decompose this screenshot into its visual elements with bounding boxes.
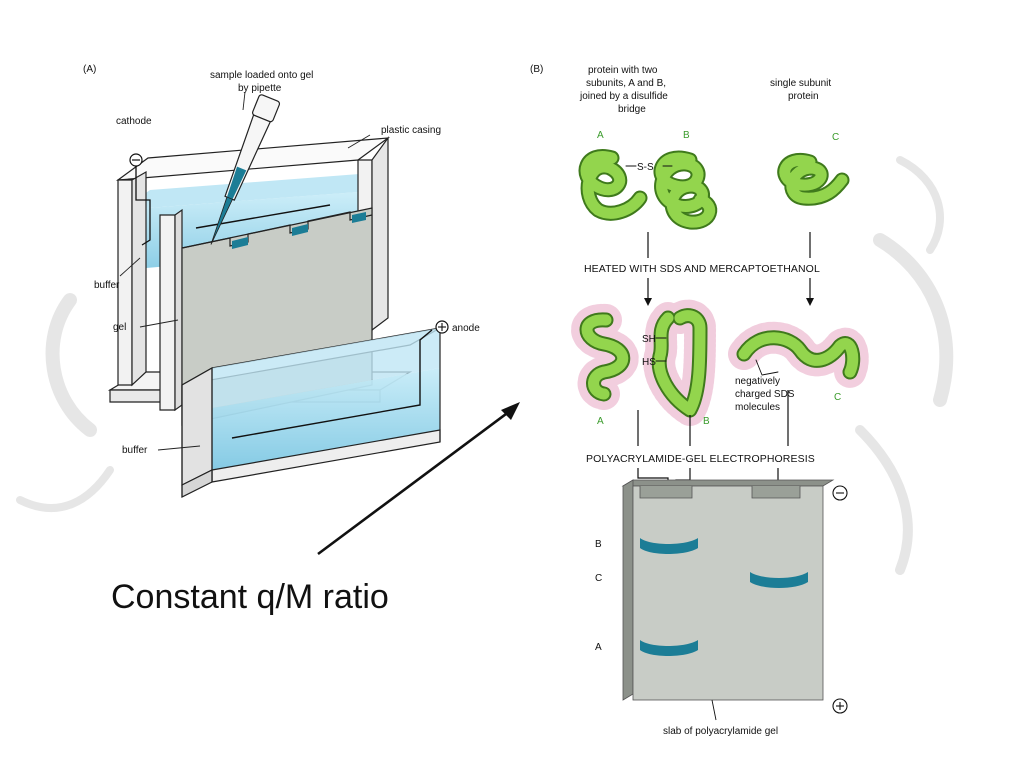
single-subunit-line1: single subunit (770, 78, 831, 89)
subunit-b-letter: B (683, 130, 690, 141)
callout-arrow (317, 402, 520, 556)
panel-a-label: (A) (83, 64, 96, 75)
step2-lines (637, 390, 789, 446)
unfolded-b-letter: B (703, 416, 710, 427)
protein-two-line1: protein with two (588, 65, 658, 76)
anode-label: anode (452, 323, 480, 334)
sds-label-line2: charged SDS (735, 389, 795, 400)
gel-minus-symbol (832, 485, 848, 501)
buffer-top-label: buffer (94, 280, 120, 291)
gel-bands (640, 538, 808, 656)
single-subunit-line2: protein (788, 91, 819, 102)
protein-two-line2: subunits, A and B, (586, 78, 666, 89)
disulfide-bridge-label: S-S (637, 162, 654, 173)
gel-plus-symbol (832, 698, 848, 714)
folded-proteins (578, 149, 850, 230)
sds-label-line1: negatively (735, 376, 780, 387)
buffer-bottom-label: buffer (122, 445, 148, 456)
hs-label: HS (642, 357, 656, 368)
band-b-label: B (595, 539, 602, 550)
step1-label: HEATED WITH SDS AND MERCAPTOETHANOL (584, 263, 820, 275)
denatured-proteins (571, 299, 869, 426)
sds-label-line3: molecules (735, 402, 780, 413)
step1-arrows (644, 232, 814, 306)
sample-label-line1: sample loaded onto gel (210, 70, 313, 81)
protein-two-line4: bridge (618, 104, 646, 115)
callout-text: Constant q/M ratio (111, 578, 389, 616)
slab-label: slab of polyacrylamide gel (663, 726, 778, 737)
subunit-a-letter: A (597, 130, 604, 141)
panel-a-diagram (107, 91, 449, 498)
unfolded-a-letter: A (597, 416, 604, 427)
protein-two-line3: joined by a disulfide (579, 91, 668, 102)
sample-label-line2: by pipette (238, 83, 282, 94)
cathode-label: cathode (116, 116, 152, 127)
background-watermark (16, 156, 954, 575)
subunit-c-letter: C (832, 132, 839, 143)
band-c-label: C (595, 573, 602, 584)
gel-label: gel (113, 322, 126, 333)
plastic-casing-label: plastic casing (381, 125, 441, 136)
unfolded-c-letter: C (834, 392, 841, 403)
gel-slab (621, 479, 835, 701)
panel-b-label: (B) (530, 64, 543, 75)
sh-label: SH (642, 334, 656, 345)
band-a-label: A (595, 642, 602, 653)
step2-label: POLYACRYLAMIDE-GEL ELECTROPHORESIS (586, 453, 815, 465)
